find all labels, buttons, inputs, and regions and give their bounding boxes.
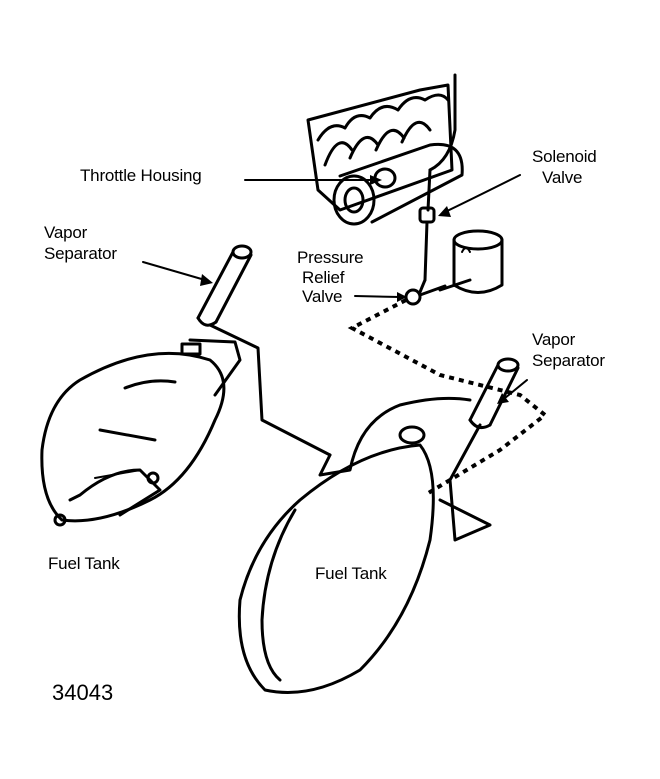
- label-vapor-sep-left-line1: Vapor: [44, 223, 88, 242]
- figure-number: 34043: [52, 680, 113, 705]
- solenoid-valve: [418, 168, 436, 282]
- left-fuel-tank: [40, 342, 226, 527]
- label-fuel-tank-left: Fuel Tank: [48, 554, 120, 573]
- pointer-arrows: [142, 174, 528, 404]
- pressure-relief-valve: [404, 278, 447, 306]
- left-filler-line: [188, 338, 242, 397]
- label-vapor-sep-right-line2: Separator: [532, 351, 605, 370]
- label-vapor-sep-right-line1: Vapor: [532, 330, 576, 349]
- label-vapor-sep-left-line2: Separator: [44, 244, 117, 263]
- vapor-line-dashed: [347, 298, 549, 497]
- label-pressure-line2: Relief: [302, 268, 345, 287]
- vapor-canister: [438, 229, 504, 294]
- label-throttle-housing: Throttle Housing: [80, 166, 202, 185]
- left-vapor-separator: [196, 244, 253, 327]
- left-vent-line: [208, 323, 332, 457]
- throttle-housing-assembly: [306, 73, 464, 226]
- right-vent-line: [438, 423, 492, 542]
- label-solenoid-line2: Valve: [542, 168, 582, 187]
- label-solenoid-line1: Solenoid: [532, 147, 597, 166]
- label-pressure-line3: Valve: [302, 287, 342, 306]
- label-pressure-line1: Pressure: [297, 248, 363, 267]
- right-fuel-tank: [237, 425, 435, 694]
- label-fuel-tank-right: Fuel Tank: [315, 564, 387, 583]
